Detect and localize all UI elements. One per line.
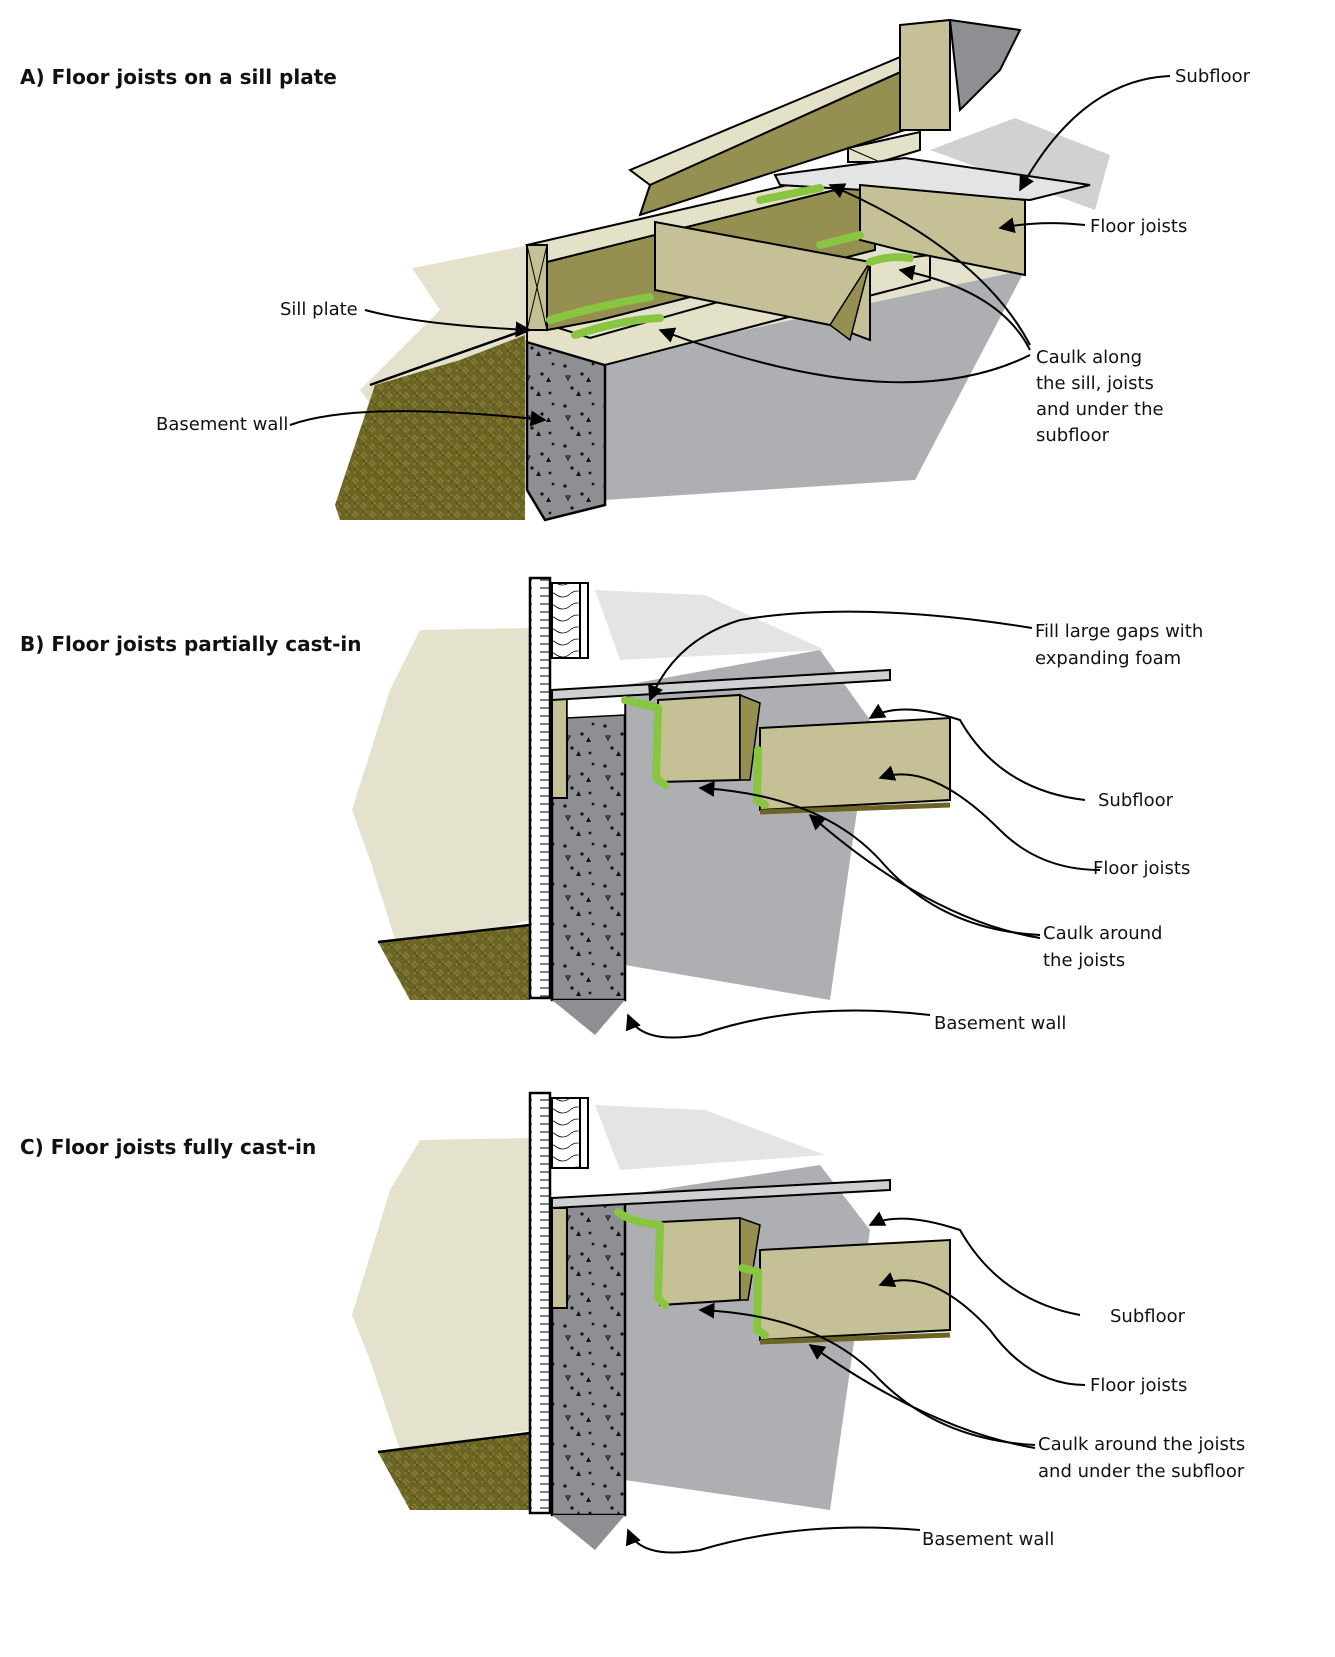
- panel-c-leader-floor-joists: [878, 1272, 1086, 1386]
- panel-a-leader-caulk-2: [898, 264, 1031, 351]
- panel-c-joist-1-end: [739, 1216, 761, 1301]
- panel-a-caulk-subfloor: [756, 184, 824, 204]
- panel-b-label-caulk-line-2: the joists: [1043, 950, 1125, 971]
- panel-b-joist-2-bottom: [759, 802, 951, 815]
- panel-a-label-caulk-line-2: the sill, joists: [1036, 373, 1154, 394]
- panel-c-label-caulk-line-1: Caulk around the joists: [1038, 1434, 1245, 1455]
- panel-a-caulk-sill: [571, 314, 664, 339]
- panel-c-floor-gray: [595, 1105, 825, 1170]
- panel-b-leader-foam: [648, 610, 1033, 702]
- panel-b-wall-bottom: [552, 1000, 625, 1035]
- panel-b-label-caulk-line-1: Caulk around: [1043, 923, 1162, 944]
- panel-a-title: A) Floor joists on a sill plate: [20, 65, 337, 89]
- panel-c-label-caulk-line-2: and under the subfloor: [1038, 1461, 1245, 1482]
- panel-c-leader-basement-wall: [625, 1526, 921, 1554]
- panel-a-basement-wall-section: [525, 340, 607, 522]
- panel-b-title: B) Floor joists partially cast-in: [20, 632, 361, 656]
- panel-a-leader-caulk-1: [828, 183, 1031, 346]
- panel-a-bottom-plate: [847, 130, 921, 163]
- panel-b-label-subfloor: Subfloor: [1098, 790, 1174, 811]
- panel-c-leader-caulk-2: [808, 1344, 1036, 1449]
- panel-b-label-foam-line-2: expanding foam: [1035, 648, 1181, 669]
- panel-a-leader-sill-plate: [364, 309, 532, 338]
- panel-a-subfloor: [773, 156, 1091, 202]
- panel-c-label-basement-wall: Basement wall: [922, 1529, 1054, 1550]
- panel-b-joist-1: [657, 693, 741, 784]
- panel-c-label-floor-joists: Floor joists: [1090, 1375, 1187, 1396]
- panel-a-caulk-joist-2: [866, 253, 914, 266]
- panel-c-soil: [378, 1433, 530, 1510]
- panel-a-label-floor-joists: Floor joists: [1090, 216, 1187, 237]
- panel-a-leader-caulk-3: [658, 327, 1031, 384]
- panel-b-leader-floor-joists: [878, 765, 1101, 871]
- panel-c-caulk-joist-1: [614, 1208, 669, 1309]
- panel-a-wall-face: [605, 270, 1025, 500]
- panel-a-label-subfloor: Subfloor: [1175, 66, 1251, 87]
- panel-c-subfloor: [551, 1178, 891, 1210]
- panel-b-joist-2: [759, 716, 951, 812]
- panel-a-stud: [899, 18, 951, 131]
- panel-c-wall-bottom: [552, 1515, 625, 1550]
- panel-c-title: C) Floor joists fully cast-in: [20, 1135, 316, 1159]
- panel-c-caulk-joist-2: [738, 1264, 769, 1339]
- panel-b-caulk-joist-2: [753, 746, 769, 809]
- panel-b-insulation: [551, 582, 581, 659]
- panel-b-leader-caulk-1: [698, 780, 1041, 936]
- panel-c-stud: [579, 1097, 589, 1169]
- panel-b-label-floor-joists: Floor joists: [1093, 858, 1190, 879]
- panel-b-subfloor: [551, 668, 891, 702]
- panel-b-sill-plate: [551, 697, 568, 799]
- panel-b-leader-subfloor: [868, 703, 1086, 801]
- panel-c: C) Floor joists fully cast-in Subfloor F…: [20, 1091, 1245, 1554]
- panel-b-label-basement-wall: Basement wall: [934, 1013, 1066, 1034]
- panel-a-label-basement-wall: Basement wall: [156, 414, 288, 435]
- panel-b-floor-gray: [595, 590, 825, 660]
- panel-c-background-plane: [352, 1138, 530, 1450]
- panel-c-joist-2-bottom: [759, 1332, 951, 1345]
- panel-c-label-subfloor: Subfloor: [1110, 1306, 1186, 1327]
- panel-b-label-foam-line-1: Fill large gaps with: [1035, 621, 1203, 642]
- panel-c-sill-plate: [551, 1207, 568, 1309]
- panel-a-soil: [335, 335, 525, 520]
- panel-a: A) Floor joists on a sill plate: [20, 18, 1251, 522]
- panel-a-leader-subfloor: [1019, 75, 1171, 192]
- panel-b-stud: [579, 582, 589, 659]
- panel-a-label-sill-plate: Sill plate: [280, 299, 358, 320]
- panel-b-leader-caulk-2: [808, 813, 1041, 939]
- panel-b-background-plane: [352, 628, 530, 955]
- panel-c-leader-subfloor: [868, 1211, 1081, 1316]
- panel-b-soil: [378, 925, 530, 1000]
- panel-b-leader-basement-wall: [625, 1009, 931, 1039]
- panel-a-label-caulk-line-3: and under the: [1036, 399, 1164, 420]
- panel-a-leader-floor-joists: [998, 217, 1086, 234]
- panel-a-caulk-joist: [816, 231, 864, 249]
- panel-b-siding: [528, 576, 552, 1000]
- panel-a-label-caulk-line-1: Caulk along: [1036, 347, 1142, 368]
- panel-b-joist-1-end: [739, 693, 761, 781]
- panel-c-siding: [528, 1091, 552, 1515]
- panel-b: B) Floor joists partially cast-in Fill l…: [20, 576, 1203, 1039]
- panel-a-exterior-wall: [948, 18, 1022, 113]
- panel-c-insulation: [551, 1097, 581, 1169]
- panel-a-label-caulk-line-4: subfloor: [1036, 425, 1110, 446]
- panel-c-joist-1: [659, 1216, 741, 1307]
- panel-a-caulk-rim: [546, 293, 654, 324]
- panel-a-leader-basement-wall: [289, 410, 547, 427]
- panel-a-joist-1-end: [828, 261, 871, 342]
- panel-c-leader-caulk-1: [698, 1302, 1036, 1446]
- panel-b-caulk-joist-1: [621, 696, 669, 789]
